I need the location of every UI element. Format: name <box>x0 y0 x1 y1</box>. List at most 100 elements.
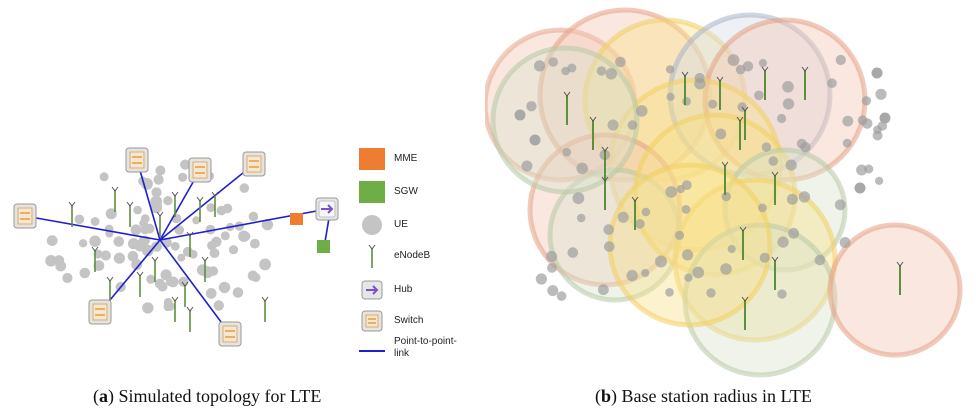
ue-node <box>526 101 537 112</box>
ue-node <box>529 134 541 146</box>
ue-node <box>93 260 105 271</box>
ue-node <box>100 250 111 261</box>
legend-label-ue: UE <box>394 219 408 230</box>
ue-node <box>89 235 101 247</box>
ue-node <box>782 81 794 93</box>
enodeb-antenna <box>126 201 134 227</box>
switch-node <box>188 157 212 183</box>
enodeb-antenna <box>171 191 179 217</box>
ue-node <box>682 249 694 261</box>
ue-node <box>694 78 706 90</box>
switch-node <box>218 321 242 347</box>
ue-node <box>598 284 609 296</box>
caption-b: (b) Base station radius in LTE <box>595 386 812 406</box>
ue-node <box>205 224 216 235</box>
ue-node <box>572 192 585 205</box>
enodeb-antenna <box>171 296 179 322</box>
ue-node <box>641 268 650 278</box>
enodeb-antenna <box>771 171 779 205</box>
enodeb-antenna <box>601 146 609 180</box>
sgw-square-icon <box>358 180 386 204</box>
ue-node <box>93 249 103 259</box>
ue-node <box>682 96 691 106</box>
legend-item-link: Point-to-point- link <box>358 336 457 364</box>
ue-node <box>596 66 607 76</box>
ue-node <box>196 264 209 276</box>
ue-node <box>130 224 142 236</box>
base-station-radius-diagram <box>485 7 963 378</box>
ue-node <box>721 191 731 202</box>
radius-ue-nodes <box>514 54 891 301</box>
ue-node <box>665 186 677 198</box>
ue-node <box>62 272 73 284</box>
enodeb-antenna <box>896 261 904 295</box>
sgw-node <box>317 240 330 253</box>
ue-node <box>879 112 891 124</box>
ue-node <box>206 203 216 213</box>
enodeb-antenna <box>136 271 144 297</box>
ue-node <box>113 236 125 247</box>
coverage-circle <box>827 222 963 358</box>
ue-node <box>727 244 736 254</box>
switch-box-icon <box>358 309 386 333</box>
point-to-point-link <box>159 239 231 335</box>
ue-node <box>562 147 572 157</box>
ue-node <box>785 159 797 171</box>
enodeb-antenna <box>156 211 164 237</box>
ue-node <box>534 60 546 72</box>
ue-node <box>177 253 186 262</box>
ue-node <box>74 214 85 225</box>
enodeb-antenna <box>589 116 597 150</box>
ue-node <box>170 241 180 251</box>
ue-node <box>127 250 139 262</box>
point-to-point-link <box>136 159 161 241</box>
ue-node <box>155 165 166 176</box>
ue-node <box>180 159 191 170</box>
ue-node <box>777 113 787 124</box>
legend-label-hub: Hub <box>394 284 413 295</box>
ue-node <box>133 205 142 215</box>
caption-b-letter: b <box>601 386 612 406</box>
ue-node <box>567 247 579 258</box>
switch-node <box>88 299 112 325</box>
enodeb-antenna <box>151 256 159 282</box>
ue-node <box>251 273 261 282</box>
ue-node <box>205 288 217 299</box>
ue-node <box>99 172 109 182</box>
ue-node <box>636 105 648 117</box>
ue-node <box>213 300 224 311</box>
ue-node <box>165 278 175 287</box>
ue-node <box>192 216 201 225</box>
ue-node <box>605 68 617 80</box>
enodeb-antenna <box>771 256 779 290</box>
ue-node <box>674 230 685 240</box>
enodeb-antenna <box>563 91 571 125</box>
ue-node <box>220 231 230 241</box>
ue-node <box>535 273 547 285</box>
ue-node <box>877 121 888 131</box>
ue-node <box>547 263 557 273</box>
legend-label-enodeb: eNodeB <box>394 250 431 261</box>
ue-node <box>692 266 705 279</box>
ue-node <box>635 219 645 229</box>
mme-node <box>290 213 303 225</box>
hub-node <box>315 197 339 221</box>
ue-node <box>556 291 567 301</box>
ue-node <box>178 172 188 182</box>
ue-node <box>151 187 162 198</box>
ue-node <box>759 252 770 263</box>
ue-node <box>871 67 883 79</box>
ue-node <box>79 267 91 279</box>
ue-node <box>872 130 883 141</box>
ue-node <box>228 245 239 255</box>
legend-item-mme: MME <box>358 146 417 172</box>
ue-node <box>758 59 767 68</box>
legend-item-hub: Hub <box>358 277 412 303</box>
ue-node <box>222 203 233 214</box>
ue-node <box>261 218 274 231</box>
ue-circle-icon <box>358 213 386 237</box>
switch-node <box>13 203 37 229</box>
coverage-circle <box>682 222 838 378</box>
ue-node <box>666 92 675 101</box>
ue-node <box>665 65 675 74</box>
